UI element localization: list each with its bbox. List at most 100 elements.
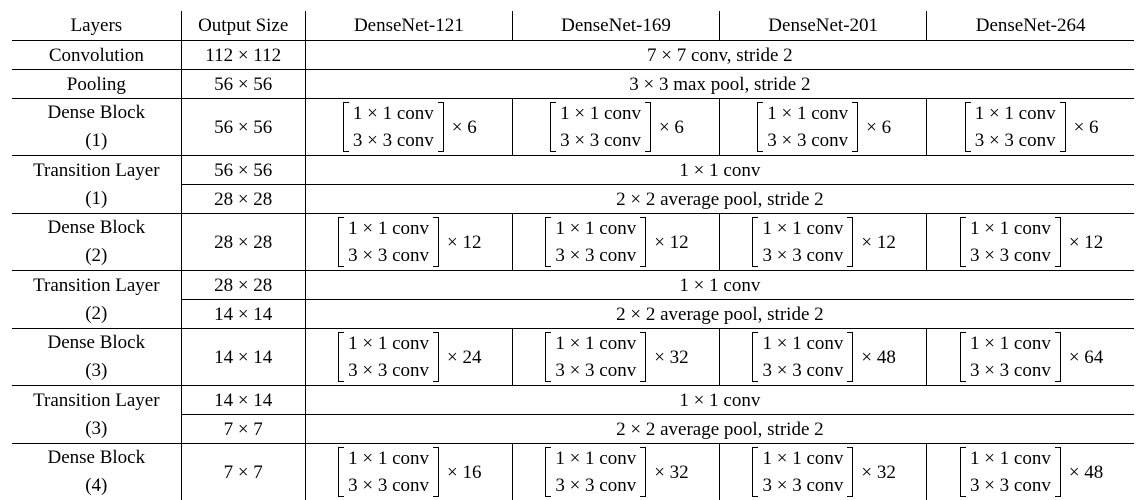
main-conv: 3 × 3 conv: [555, 357, 636, 384]
bottleneck-conv: 1 × 1 conv: [348, 330, 429, 357]
repeat-count: × 12: [654, 229, 688, 256]
layer-spec: 1 × 1 conv: [305, 271, 1134, 300]
left-bracket: [338, 217, 344, 267]
right-bracket: [640, 217, 646, 267]
output-size: 14 × 14: [181, 329, 305, 386]
left-bracket: [545, 332, 551, 382]
repeat-count: × 48: [1069, 459, 1103, 486]
bottleneck-conv: 1 × 1 conv: [560, 100, 641, 127]
left-bracket: [752, 447, 758, 497]
repeat-count: × 6: [659, 114, 684, 141]
bottleneck-conv: 1 × 1 conv: [762, 330, 843, 357]
main-conv: 3 × 3 conv: [348, 357, 429, 384]
output-size: 56 × 56: [181, 156, 305, 185]
repeat-count: × 32: [654, 344, 688, 371]
repeat-count: × 32: [861, 459, 895, 486]
layer-spec: 1 × 1 conv: [305, 156, 1134, 185]
bottleneck-conv: 1 × 1 conv: [353, 100, 434, 127]
repeat-count: × 12: [1069, 229, 1103, 256]
header-densenet-169: DenseNet-169: [512, 11, 719, 41]
right-bracket: [1055, 447, 1061, 497]
bottleneck-conv: 1 × 1 conv: [762, 215, 843, 242]
repeat-count: × 24: [447, 344, 481, 371]
table-row-transition-2b: 14 × 14 2 × 2 average pool, stride 2: [12, 300, 1134, 329]
header-densenet-264: DenseNet-264: [927, 11, 1134, 41]
table-row-transition-3a: Transition Layer (3) 14 × 14 1 × 1 conv: [12, 386, 1134, 415]
right-bracket: [847, 332, 853, 382]
repeat-count: × 12: [447, 229, 481, 256]
output-size: 14 × 14: [181, 386, 305, 415]
layer-name: Pooling: [12, 70, 181, 99]
main-conv: 3 × 3 conv: [555, 242, 636, 269]
left-bracket: [757, 102, 763, 152]
layer-name: Transition Layer (3): [12, 386, 181, 444]
left-bracket: [338, 447, 344, 497]
left-bracket: [338, 332, 344, 382]
right-bracket: [640, 332, 646, 382]
left-bracket: [752, 332, 758, 382]
table-row-transition-3b: 7 × 7 2 × 2 average pool, stride 2: [12, 415, 1134, 444]
main-conv: 3 × 3 conv: [762, 472, 843, 499]
output-size: 56 × 56: [181, 70, 305, 99]
layer-spec: 1 × 1 conv: [305, 386, 1134, 415]
left-bracket: [960, 217, 966, 267]
layer-name-line2: (3): [12, 357, 181, 385]
right-bracket: [847, 447, 853, 497]
repeat-count: × 6: [452, 114, 477, 141]
layer-spec: 2 × 2 average pool, stride 2: [305, 415, 1134, 444]
layer-name-line2: (1): [12, 127, 181, 155]
layer-name: Dense Block (3): [12, 329, 181, 386]
header-output-size: Output Size: [181, 11, 305, 41]
table-row-transition-2a: Transition Layer (2) 28 × 28 1 × 1 conv: [12, 271, 1134, 300]
main-conv: 3 × 3 conv: [970, 357, 1051, 384]
left-bracket: [752, 217, 758, 267]
layer-spec: 2 × 2 average pool, stride 2: [305, 185, 1134, 214]
bottleneck-conv: 1 × 1 conv: [975, 100, 1056, 127]
layer-name-line1: Dense Block: [12, 214, 181, 242]
layer-name: Dense Block (2): [12, 214, 181, 271]
left-bracket: [960, 447, 966, 497]
layer-name: Dense Block (4): [12, 444, 181, 500]
left-bracket: [550, 102, 556, 152]
right-bracket: [645, 102, 651, 152]
main-conv: 3 × 3 conv: [975, 127, 1056, 154]
main-conv: 3 × 3 conv: [762, 357, 843, 384]
right-bracket: [847, 217, 853, 267]
bottleneck-conv: 1 × 1 conv: [555, 330, 636, 357]
output-size: 28 × 28: [181, 214, 305, 271]
layer-name-line1: Transition Layer: [12, 157, 181, 185]
right-bracket: [640, 447, 646, 497]
layer-spec: 7 × 7 conv, stride 2: [305, 41, 1134, 70]
right-bracket: [433, 332, 439, 382]
layer-name: Dense Block (1): [12, 99, 181, 156]
left-bracket: [965, 102, 971, 152]
table-row-transition-1a: Transition Layer (1) 56 × 56 1 × 1 conv: [12, 156, 1134, 185]
bottleneck-conv: 1 × 1 conv: [555, 445, 636, 472]
layer-name-line2: (2): [12, 300, 181, 328]
